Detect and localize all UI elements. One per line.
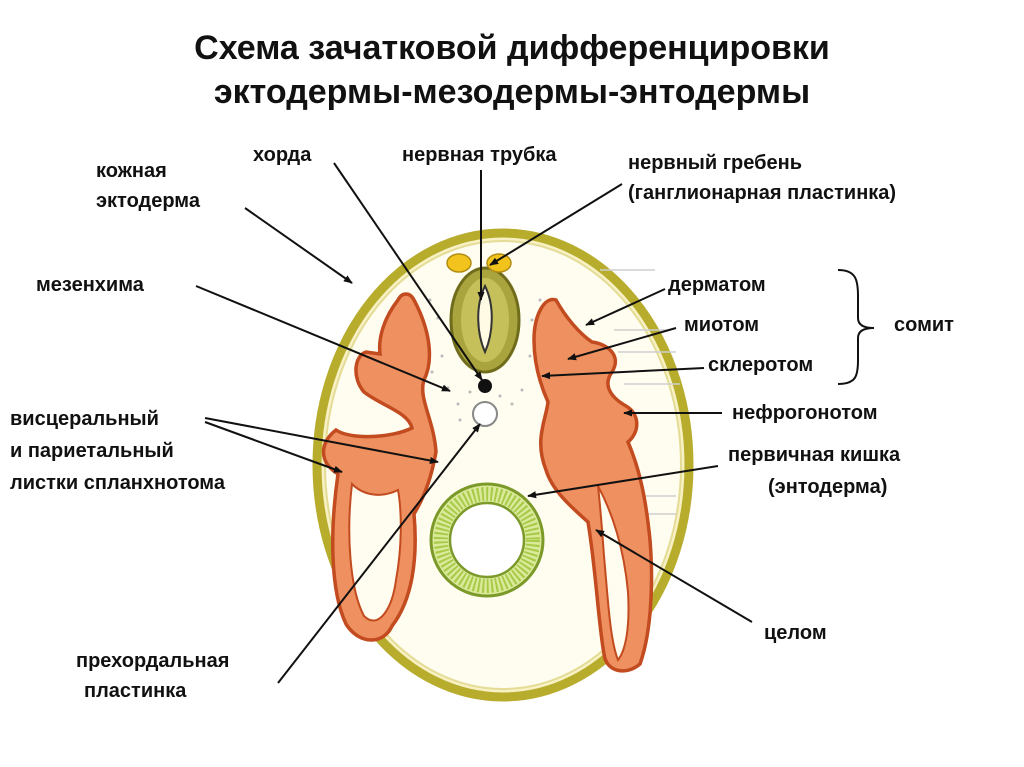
label-skin-ectoderm-line-2: эктодерма: [96, 190, 200, 212]
pointer-splanchnotome-parietal: [204, 421, 343, 473]
pointer-sclerotome: [541, 367, 705, 380]
pointer-neural-crest: [489, 183, 623, 266]
mesoderm-right-cavity: [597, 485, 630, 662]
pointer-myotome: [567, 327, 677, 361]
label-neural-crest-line-2: (ганглионарная пластинка): [628, 182, 897, 204]
prechordal-plate-shape: [472, 401, 498, 427]
title-line-2: эктодермы-мезодермы-энтодермы: [213, 73, 811, 111]
pointer-prechordal-plate: [277, 423, 481, 684]
pointer-splanchnotome-visceral: [204, 417, 439, 465]
label-neural-crest-line-1: нервный гребень: [628, 152, 802, 174]
label-skin-ectoderm-line-1: кожная: [96, 160, 167, 182]
label-primary-gut-line-1: первичная кишка: [728, 444, 901, 466]
pointer-mesenchyme: [195, 285, 451, 392]
label-coelom: целом: [764, 622, 827, 644]
label-primary-gut-line-2: (энтодерма): [768, 476, 888, 498]
pointer-coelom: [595, 529, 753, 623]
label-neural-tube: нервная трубка: [402, 144, 557, 166]
neural-crest-right: [486, 253, 512, 273]
pointer-lines: [195, 162, 753, 684]
neural-canal: [477, 283, 493, 355]
label-dermatome: дерматом: [668, 274, 766, 296]
page-title: Схема зачатковой дифференцировки эктодер…: [0, 26, 1024, 114]
label-prechordal-line-1: прехордальная: [76, 650, 230, 672]
label-somite: сомит: [894, 314, 954, 336]
label-splanchnotome-line-3: листки спланхнотома: [10, 472, 225, 494]
label-nephrogonotome: нефрогонотом: [732, 402, 878, 424]
label-sclerotome: склеротом: [708, 354, 814, 376]
label-splanchnotome-line-1: висцеральный: [10, 408, 159, 430]
label-chorda: хорда: [253, 144, 312, 166]
label-mesenchyme: мезенхима: [36, 274, 144, 296]
pointer-chorda: [333, 162, 483, 381]
pointer-dermatome: [585, 288, 666, 326]
mesoderm-left-cavity: [348, 481, 402, 622]
neural-crest-left: [446, 253, 472, 273]
label-myotome: миотом: [684, 314, 760, 336]
pointer-primary-gut: [527, 465, 719, 499]
primary-gut-wall: [434, 487, 540, 593]
pointer-skin-ectoderm: [244, 207, 353, 284]
somite-brace: [837, 269, 875, 385]
title-line-1: Схема зачатковой дифференцировки: [194, 29, 830, 67]
chorda-shape: [478, 379, 492, 393]
label-prechordal-line-2: пластинка: [84, 680, 187, 702]
primary-gut-lumen: [448, 501, 526, 579]
label-splanchnotome-line-2: и париетальный: [10, 440, 174, 462]
